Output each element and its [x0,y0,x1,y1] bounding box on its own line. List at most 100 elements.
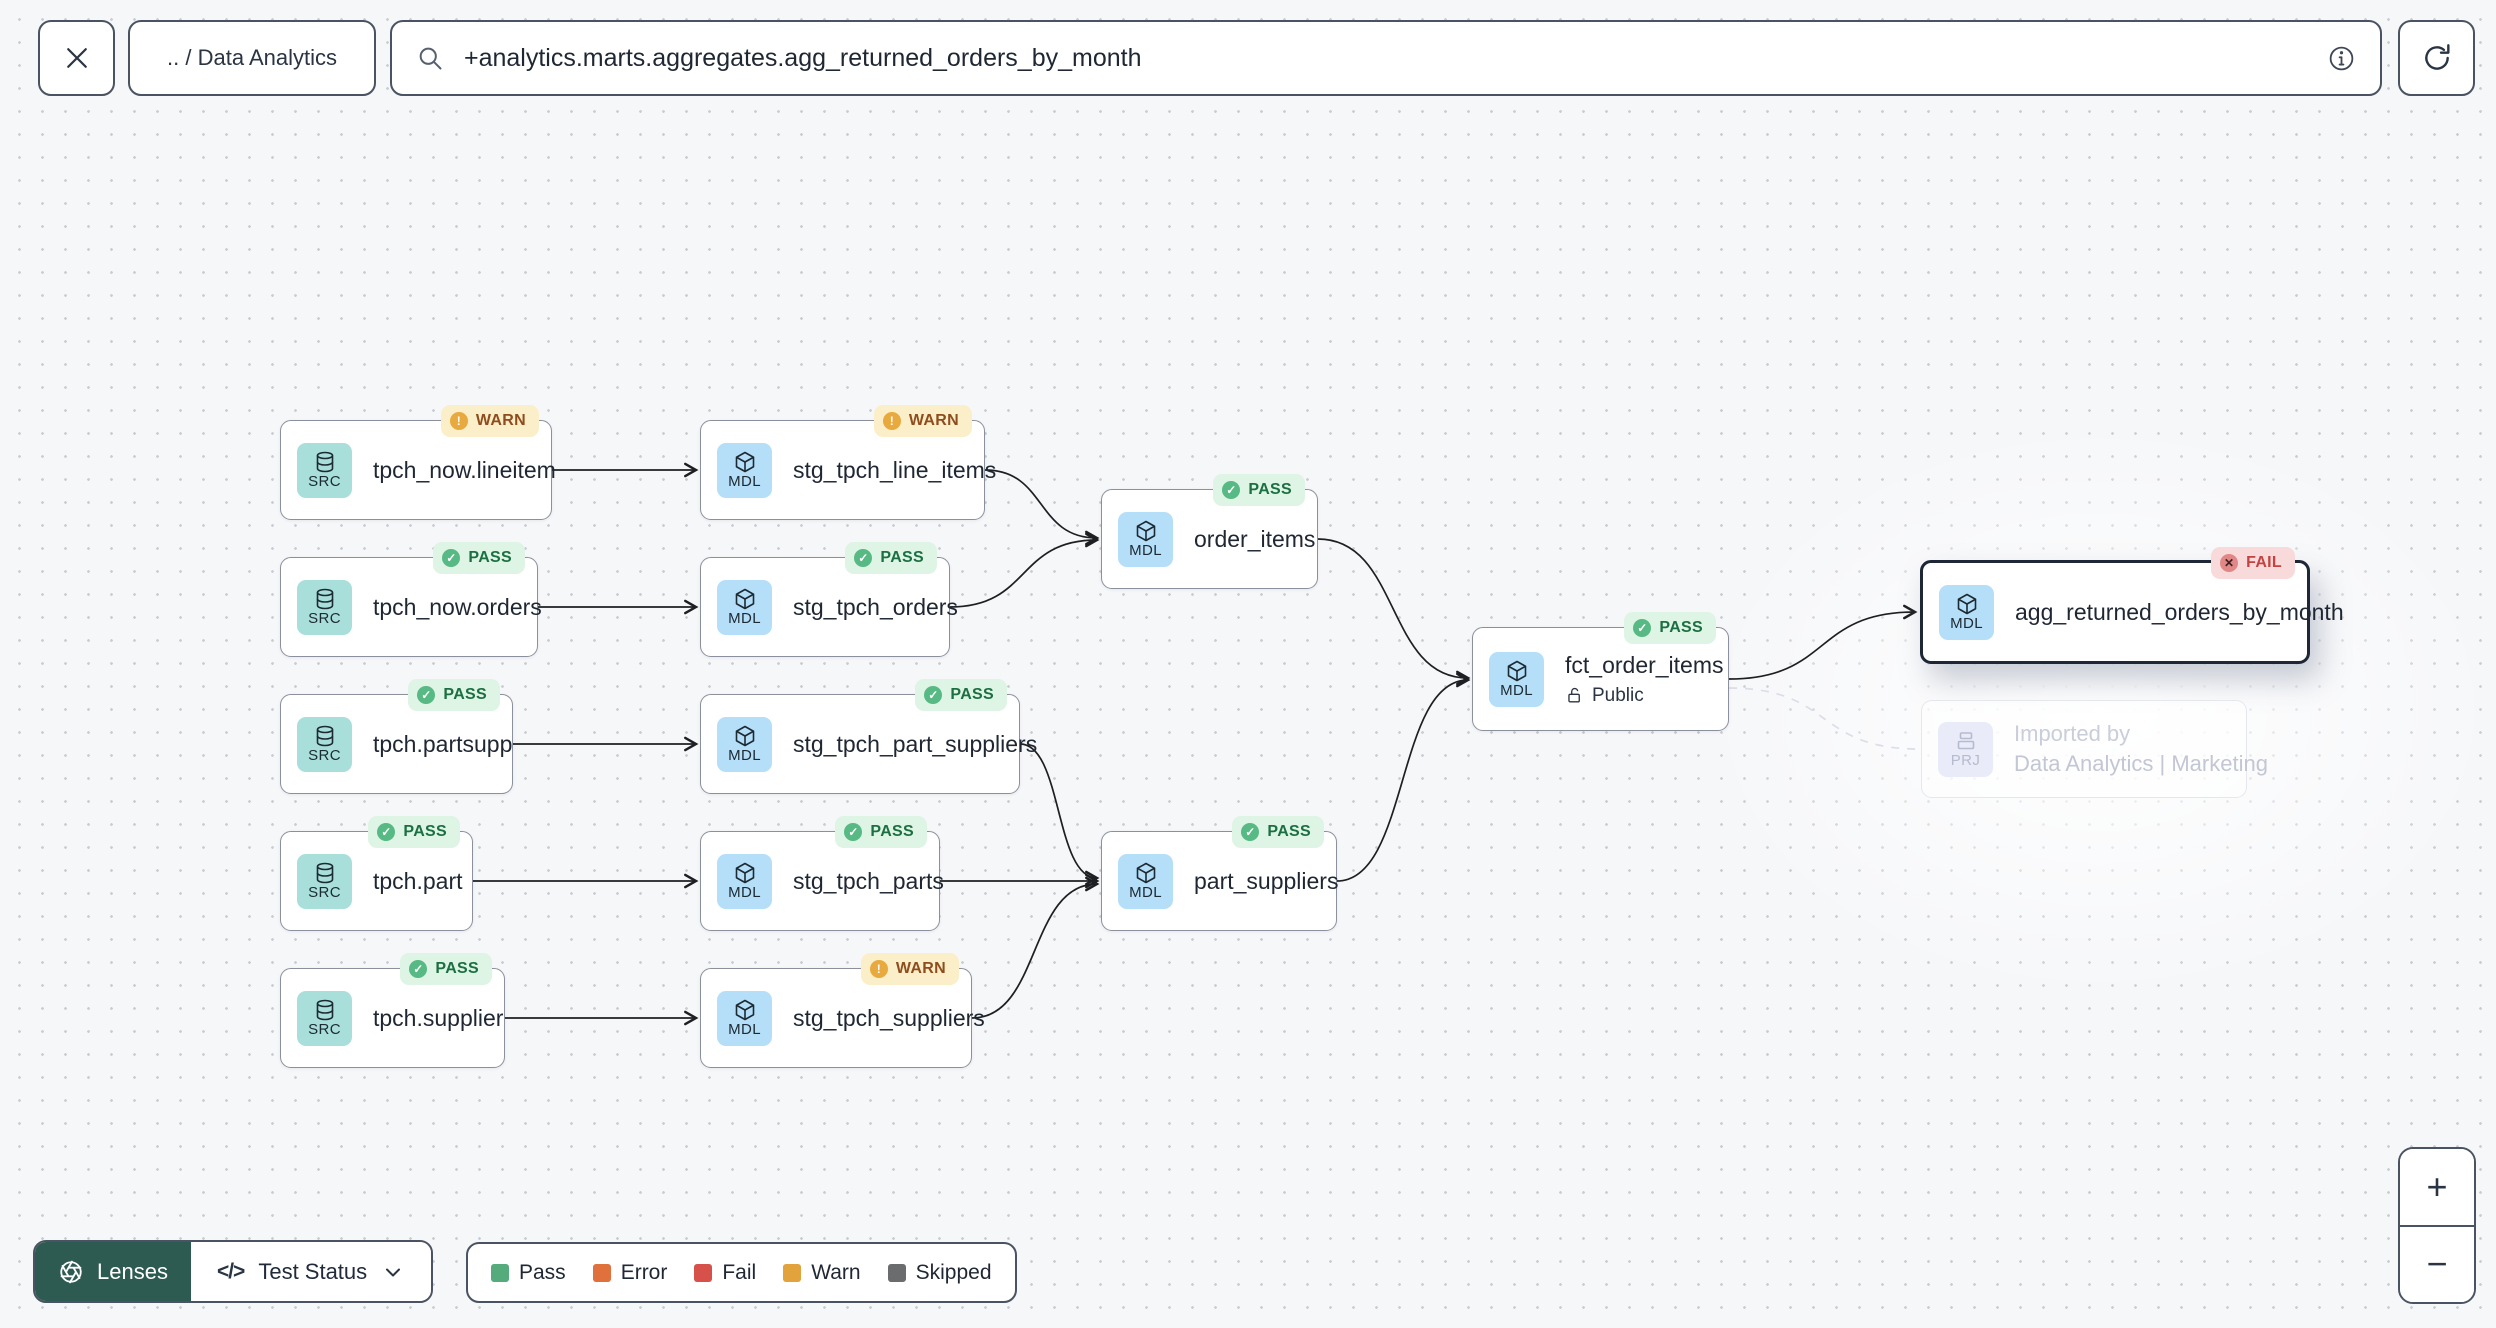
refresh-button[interactable] [2398,20,2475,96]
edge-fct_order_items-to-agg_returned_orders_by_month [1728,604,1918,680]
legend-swatch [592,1263,611,1282]
cube-icon: MDL [717,442,772,498]
status-badge-pass: ✓PASS [1232,816,1324,848]
cube-icon: MDL [1118,853,1173,909]
legend-swatch [783,1263,802,1282]
edge-fct_order_items-to-imported-by [1728,687,1920,750]
node-stg_tpch_orders[interactable]: ✓PASS MDL stg_tpch_orders [700,542,958,657]
node-label: stg_tpch_line_items [793,456,997,483]
cube-icon: MDL [717,853,772,909]
node-type-label: SRC [308,746,341,764]
node-type-label: SRC [308,472,341,490]
status-badge-pass: ✓PASS [408,679,500,711]
lenses-control: Lenses </> Test Status [33,1240,434,1303]
cube-icon: MDL [1939,584,1994,640]
node-label: part_suppliers [1194,867,1339,894]
node-label: tpch.supplier [373,1004,504,1031]
breadcrumb-button[interactable]: .. / Data Analytics [128,20,376,96]
status-badge-warn: !WARN [873,405,972,437]
database-icon: SRC [297,579,352,635]
node-type-label: MDL [1950,614,1983,632]
status-badge-pass: ✓PASS [400,953,492,985]
node-label: tpch_now.orders [373,593,542,620]
status-badge-pass: ✓PASS [1213,474,1305,506]
cube-icon: MDL [717,716,772,772]
cube-icon: MDL [1489,651,1544,707]
status-badge-pass: ✓PASS [835,816,927,848]
node-type-label: MDL [728,1020,761,1038]
cube-icon: MDL [1118,511,1173,567]
node-label: order_items [1194,525,1316,552]
close-button[interactable] [38,20,115,96]
status-badge-pass: ✓PASS [845,542,937,574]
node-stg_tpch_line_items[interactable]: !WARN MDL stg_tpch_line_items [700,405,997,520]
database-icon: SRC [297,442,352,498]
status-badge-warn: !WARN [860,953,959,985]
legend-item-fail: Fail [694,1261,756,1285]
node-part_suppliers[interactable]: ✓PASS MDL part_suppliers [1101,816,1339,931]
edge-stg_tpch_part_suppliers-to-part_suppliers [1019,743,1100,886]
search-input[interactable] [462,42,2309,74]
zoom-controls: + − [2398,1147,2476,1304]
status-badge-pass: ✓PASS [915,679,1007,711]
cube-icon: MDL [717,990,772,1046]
node-type-label: MDL [728,472,761,490]
node-type-label: MDL [1129,883,1162,901]
node-body: MDL stg_tpch_part_suppliers [701,695,1038,793]
edge-stg_tpch_suppliers-to-part_suppliers [971,876,1100,1019]
search-icon [419,47,442,70]
node-order_items[interactable]: ✓PASS MDL order_items [1101,474,1318,589]
database-icon: SRC [297,716,352,772]
node-body: MDL order_items [1102,490,1317,588]
info-icon[interactable] [2327,44,2356,73]
search-bar [390,20,2382,96]
code-icon: </> [216,1259,245,1283]
node-stg_tpch_part_suppliers[interactable]: ✓PASS MDL stg_tpch_part_suppliers [700,679,1038,794]
edge-order_items-to-fct_order_items [1317,538,1471,686]
zoom-in-button[interactable]: + [2400,1149,2474,1225]
node-body: MDL stg_tpch_orders [701,558,958,656]
lens-selector[interactable]: </> Test Status [190,1242,432,1301]
node-body: SRC tpch.supplier [281,969,504,1067]
status-badge-pass: ✓PASS [433,542,525,574]
node-label: fct_order_items [1565,651,1724,678]
node-label: stg_tpch_orders [793,593,958,620]
node-stg_tpch_suppliers[interactable]: !WARN MDL stg_tpch_suppliers [700,953,985,1068]
project-icon: PRJ [1938,721,1993,777]
lenses-button[interactable]: Lenses [35,1242,191,1301]
node-tpch.supplier[interactable]: ✓PASS SRC tpch.supplier [280,953,505,1068]
edge-part_suppliers-to-fct_order_items [1336,672,1471,882]
edge-stg_tpch_line_items-to-order_items [984,469,1100,546]
zoom-out-button[interactable]: − [2400,1224,2474,1302]
status-dot-icon: ✓ [1222,481,1241,499]
chevron-down-icon [386,1268,401,1276]
close-icon [66,48,87,68]
node-label: stg_tpch_part_suppliers [793,730,1038,757]
status-dot-icon: ✓ [854,549,873,567]
legend-swatch [887,1263,906,1282]
node-tpch_now.orders[interactable]: ✓PASS SRC tpch_now.orders [280,542,542,657]
node-type-label: MDL [728,609,761,627]
edge-stg_tpch_orders-to-order_items [949,532,1100,608]
node-label: tpch.part [373,867,463,894]
node-label: stg_tpch_suppliers [793,1004,985,1031]
node-type-label: SRC [308,1020,341,1038]
status-dot-icon: ✕ [2220,554,2239,572]
node-type-label: MDL [1500,681,1533,699]
breadcrumb: .. / Data Analytics [167,45,337,70]
